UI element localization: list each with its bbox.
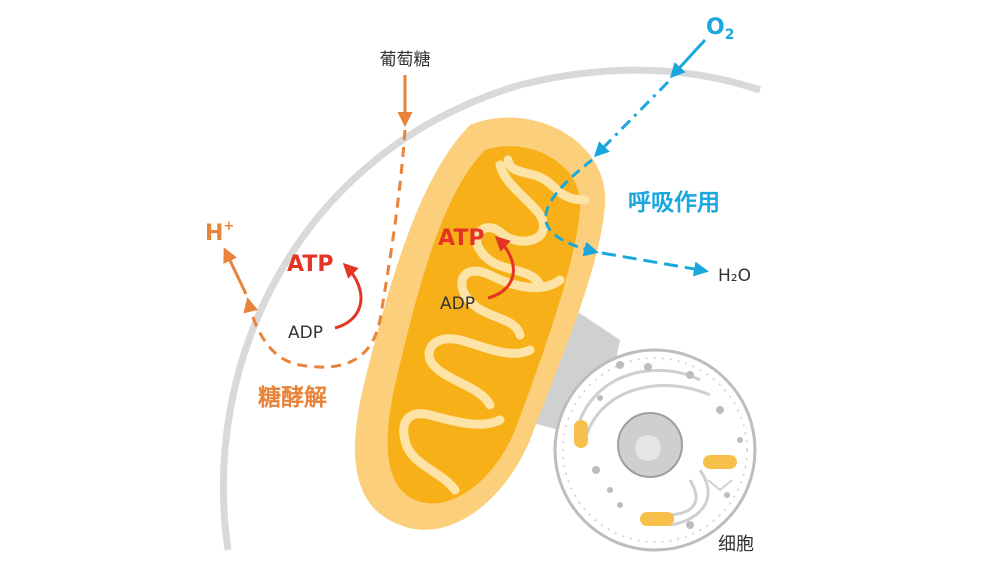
label-cell: 细胞: [718, 534, 754, 555]
cell-nucleolus: [635, 435, 661, 461]
cell-mitochondrion-1: [574, 420, 588, 448]
respiration-path-in: [593, 80, 670, 158]
label-glucose: 葡萄糖: [380, 50, 431, 70]
label-proton: H+: [205, 219, 234, 246]
cell-illustration: [553, 348, 757, 552]
label-adp-respiration: ADP: [440, 294, 475, 314]
proton-output-arrow: [223, 247, 248, 295]
label-glycolysis: 糖酵解: [258, 384, 327, 411]
glycolysis-atp-arrow: [334, 262, 363, 330]
oxygen-input-arrow: [669, 38, 707, 79]
label-adp-glycolysis: ADP: [288, 323, 323, 343]
water-output-arrow: [601, 251, 709, 277]
cell-mitochondrion-2: [703, 455, 737, 469]
label-water: H₂O: [718, 266, 751, 286]
label-atp-glycolysis: ATP: [287, 252, 333, 277]
cell-mitochondrion-3: [640, 512, 674, 526]
mitochondrion-cristae: [399, 155, 590, 495]
glycolysis-path: [243, 129, 407, 369]
mitochondrion: [354, 117, 606, 530]
label-respiration: 呼吸作用: [628, 190, 720, 216]
label-oxygen: O2: [706, 15, 734, 43]
label-atp-respiration: ATP: [438, 226, 484, 251]
respiration-atp-arrow: [487, 235, 515, 300]
